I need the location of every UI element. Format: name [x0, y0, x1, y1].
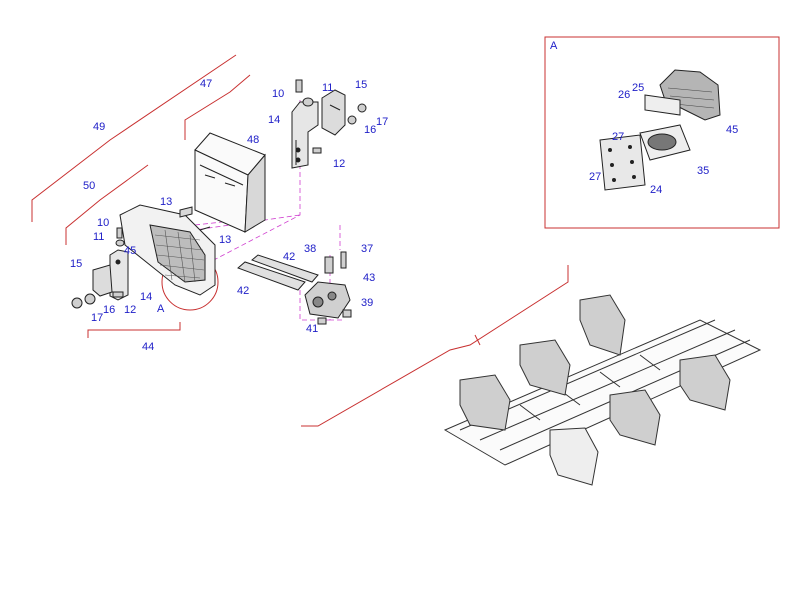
callout-label-10: 10	[272, 88, 285, 100]
callout-label-11: 11	[322, 82, 334, 94]
detail-a-frame	[544, 36, 780, 229]
assembly-leader-lines	[31, 54, 569, 427]
bracket-part-14-upper	[291, 101, 319, 169]
callout-label-39: 39	[361, 297, 374, 309]
detail-label-27-b: 27	[589, 171, 602, 183]
detail-label-24: 24	[650, 184, 663, 196]
callout-label-38: 38	[304, 243, 317, 255]
bracket-part-14-left	[109, 249, 129, 301]
truck-chassis-overview	[443, 294, 762, 486]
detail-a-title: A	[550, 40, 558, 52]
fender-part-45-left	[119, 204, 216, 296]
detail-label-45: 45	[726, 124, 739, 136]
bar-part-42	[237, 254, 319, 291]
detail-label-26: 26	[618, 89, 631, 101]
bracket-assembly-part-43	[304, 251, 352, 325]
callout-label-42-a: 42	[283, 251, 296, 263]
callout-label-13-b: 13	[219, 234, 232, 246]
callout-label-10-left: 10	[97, 217, 110, 229]
callout-label-11-left: 11	[93, 231, 105, 243]
callout-label-15: 15	[355, 79, 368, 91]
small-hardware-left	[71, 227, 125, 309]
callout-label-37: 37	[361, 243, 374, 255]
callout-label-47: 47	[200, 78, 213, 90]
callout-label-13-a: 13	[160, 196, 173, 208]
callout-label-14: 14	[268, 114, 281, 126]
callout-label-12-left: 12	[124, 304, 137, 316]
clamp-part-15-upper	[321, 89, 346, 136]
callout-label-48: 48	[247, 134, 260, 146]
callout-label-49: 49	[93, 121, 106, 133]
detail-label-25: 25	[632, 82, 645, 94]
callout-label-17: 17	[376, 116, 389, 128]
detail-label-35: 35	[697, 165, 710, 177]
callout-label-44: 44	[142, 341, 155, 353]
callout-label-14-left: 14	[140, 291, 153, 303]
callout-label-43: 43	[363, 272, 376, 284]
bolt-part-13	[179, 206, 211, 231]
callout-label-17-left: 17	[91, 312, 104, 324]
callout-label-16-left: 16	[103, 304, 116, 316]
callout-label-15-left: 15	[70, 258, 83, 270]
detail-a-fender	[599, 69, 721, 191]
small-hardware-upper	[295, 79, 367, 154]
clamp-part-15-left	[92, 264, 113, 297]
mudguard-part-48	[194, 132, 266, 233]
callout-label-45: 45	[124, 245, 137, 257]
callout-label-42-b: 42	[237, 285, 250, 297]
callout-label-50: 50	[83, 180, 96, 192]
callout-label-A: A	[157, 303, 165, 315]
callout-label-12: 12	[333, 158, 346, 170]
callout-label-16: 16	[364, 124, 377, 136]
callout-label-41: 41	[306, 323, 319, 335]
detail-label-27-a: 27	[612, 131, 625, 143]
